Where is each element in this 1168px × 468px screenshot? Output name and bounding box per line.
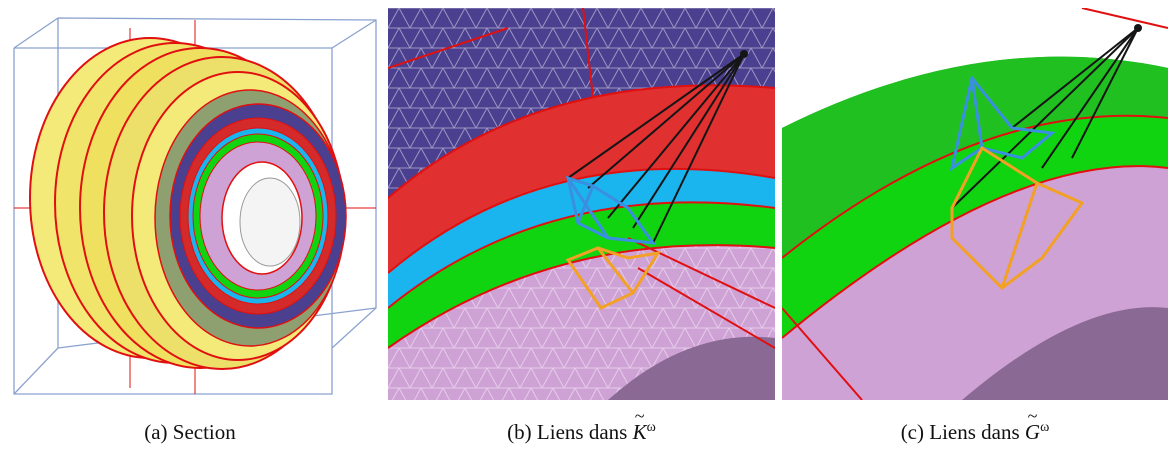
blue-links [565, 175, 657, 245]
caption-b-tilde: ~ [634, 406, 645, 426]
caption-c-text: Liens dans [929, 420, 1020, 444]
black-links-c [951, 27, 1139, 209]
caption-b-label: (b) [507, 420, 532, 444]
black-links [567, 53, 745, 244]
caption-c-superscript: ω [1040, 420, 1050, 435]
caption-b: (b) Liens dans ~Kω [388, 406, 775, 445]
caption-a: (a) Section [0, 420, 380, 445]
orange-links [565, 246, 662, 310]
panel-a-section-image [0, 8, 380, 400]
inner-layers [169, 103, 347, 329]
caption-b-symbol: ~K [632, 406, 647, 445]
caption-b-text: Liens dans [536, 420, 628, 444]
caption-c-letter: G [1024, 420, 1041, 444]
caption-c-tilde: ~ [1027, 406, 1038, 426]
caption-b-superscript: ω [646, 420, 656, 435]
caption-c: (c) Liens dans ~Gω [782, 406, 1168, 445]
caption-c-symbol: ~G [1024, 406, 1041, 445]
caption-b-letter: K [632, 420, 647, 444]
caption-a-label: (a) [144, 420, 168, 444]
caption-a-text: Section [172, 420, 236, 444]
caption-c-label: (c) [900, 420, 924, 444]
panel-b-links-image [388, 8, 775, 400]
orange-links-c [950, 145, 1085, 290]
panel-c-links-image [782, 8, 1168, 400]
